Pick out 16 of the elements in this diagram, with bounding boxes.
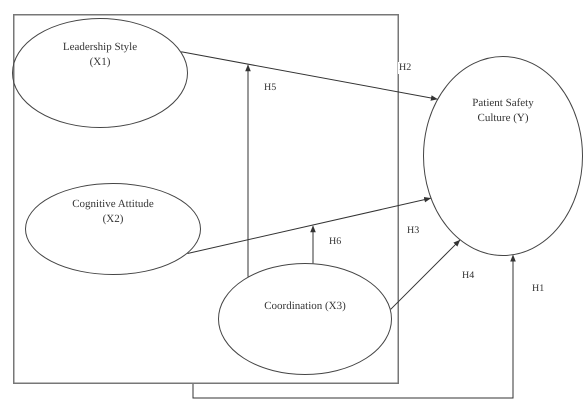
construct-ellipse xyxy=(25,183,201,275)
construct-label: Cognitive Attitude (X2) xyxy=(71,197,155,227)
arrow xyxy=(245,64,251,278)
construct-ellipse xyxy=(423,56,583,256)
construct-label: Coordination (X3) xyxy=(264,299,346,314)
arrow xyxy=(187,196,432,254)
group-frame xyxy=(13,14,399,384)
arrow xyxy=(192,254,516,398)
arrow xyxy=(390,240,460,310)
arrow xyxy=(310,225,316,264)
construct-ellipse xyxy=(218,263,392,375)
construct-label: Leadership Style (X1) xyxy=(62,40,138,70)
construct-ellipse xyxy=(12,18,188,128)
edge-label: H2 xyxy=(398,62,412,74)
arrow xyxy=(180,51,438,101)
construct-label: Patient Safety Culture (Y) xyxy=(471,96,535,126)
